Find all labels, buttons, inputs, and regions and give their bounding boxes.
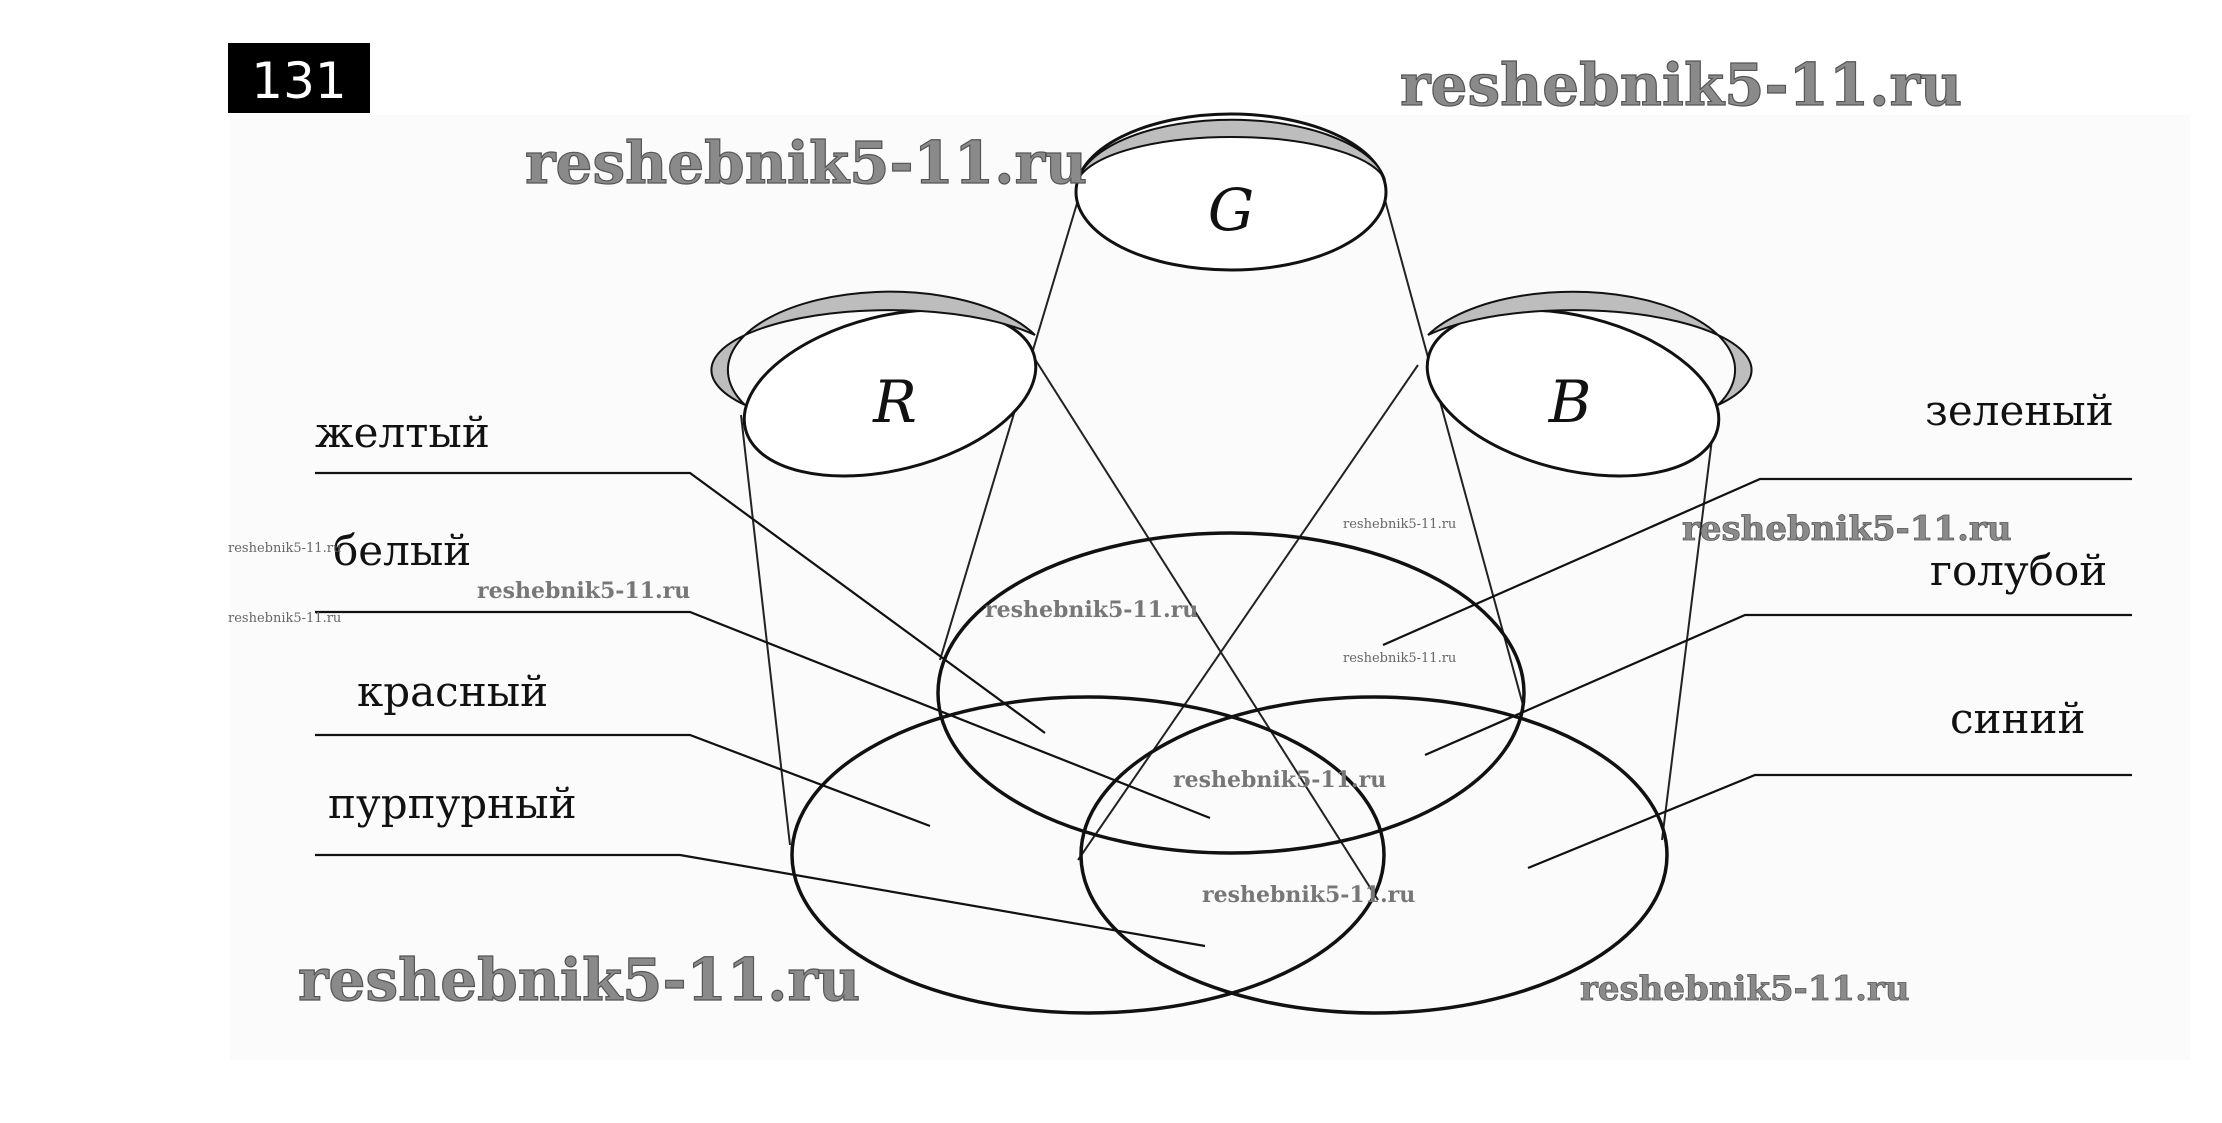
- cap-r-shading: [710, 290, 1036, 406]
- watermark-intersection-small: reshebnik5-11.ru: [1173, 767, 1386, 793]
- red-set-ellipse: [790, 695, 1386, 1015]
- blue-set-ellipse: [1079, 695, 1669, 1015]
- leader-line-green: [1382, 477, 2132, 647]
- watermark-top-left: reshebnik5-11.ru: [525, 129, 1087, 197]
- leader-line-blue: [1527, 773, 2132, 870]
- watermark-tiny-4: reshebnik5-11.ru: [228, 611, 341, 626]
- label-red: красный: [357, 667, 548, 716]
- watermark-left-small: reshebnik5-11.ru: [477, 578, 690, 604]
- green-set-ellipse: [936, 531, 1526, 855]
- cap-b: B: [1425, 290, 1753, 478]
- label-cyan: голубой: [1930, 546, 2107, 595]
- venn-ellipses: [790, 531, 1669, 1015]
- leader-line-yellow: [315, 471, 1046, 734]
- g-cone-left-edge: [939, 199, 1079, 661]
- watermark-center-small: reshebnik5-11.ru: [985, 597, 1198, 623]
- problem-number: 131: [251, 52, 346, 110]
- b-cone-right-edge: [1661, 414, 1716, 841]
- leader-line-purple: [315, 853, 1206, 948]
- leader-lines-left: [315, 471, 1211, 948]
- label-blue: синий: [1950, 694, 2086, 743]
- r-cone-left-edge: [740, 414, 791, 846]
- problem-number-badge: 131: [228, 43, 370, 113]
- projection-lines: [740, 199, 1716, 901]
- cap-g: G: [1074, 112, 1388, 272]
- label-purple: пурпурный: [328, 779, 577, 828]
- leader-line-white: [315, 610, 1211, 820]
- diagram-panel: [230, 115, 2190, 1060]
- cap-g-ellipse: [1074, 112, 1388, 272]
- watermark-right-middle: reshebnik5-11.ru: [1682, 509, 2012, 549]
- leader-line-cyan: [1424, 613, 2132, 757]
- watermark-tiny-1: reshebnik5-11.ru: [1343, 517, 1456, 532]
- set-g-label: G: [1208, 176, 1254, 244]
- label-yellow: желтый: [315, 408, 490, 457]
- watermark-bottom-right: reshebnik5-11.ru: [1580, 969, 1910, 1009]
- cap-b-ellipse: [1425, 308, 1721, 478]
- cap-g-shading: [1077, 118, 1386, 181]
- b-cone-inner-edge: [1077, 364, 1419, 861]
- watermark-tiny-2: reshebnik5-11.ru: [1343, 651, 1456, 666]
- watermark-lower-center-small: reshebnik5-11.ru: [1202, 882, 1415, 908]
- leader-lines-right: [1382, 477, 2132, 870]
- problem-number-background: [228, 43, 370, 113]
- cap-r: R: [710, 290, 1038, 478]
- watermark-tiny-3: reshebnik5-11.ru: [228, 541, 341, 556]
- leader-line-red: [315, 733, 931, 828]
- g-cone-right-edge: [1384, 199, 1524, 706]
- cap-b-shading: [1427, 290, 1753, 406]
- watermark-top-right: reshebnik5-11.ru: [1400, 51, 1962, 119]
- set-b-label: B: [1548, 368, 1592, 436]
- set-r-label: R: [872, 368, 917, 436]
- cap-r-ellipse: [742, 308, 1038, 478]
- watermark-bottom-left: reshebnik5-11.ru: [298, 946, 860, 1014]
- label-white: белый: [333, 526, 471, 575]
- label-green: зеленый: [1925, 386, 2114, 435]
- r-cone-inner-edge: [1032, 355, 1379, 901]
- watermarks: reshebnik5-11.ru reshebnik5-11.ru resheb…: [228, 50, 2012, 1014]
